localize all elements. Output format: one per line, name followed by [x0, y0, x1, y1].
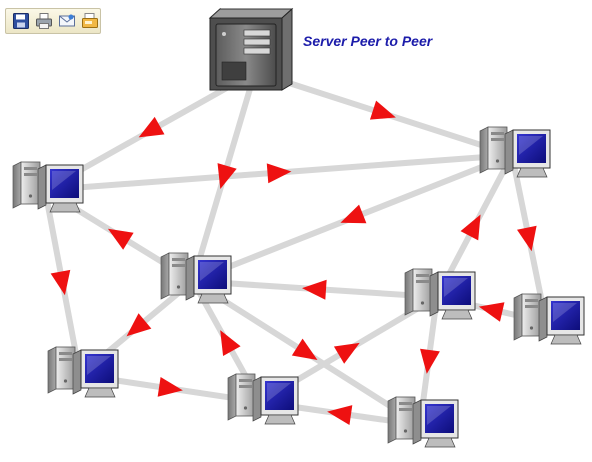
screen [442, 276, 471, 305]
arrow-pc-b-pc-d [126, 313, 152, 337]
screen [265, 381, 294, 410]
workstation-pc-g[interactable] [404, 268, 476, 320]
workstation-pc-a[interactable] [12, 161, 84, 213]
arrow-server-pc-b [217, 163, 237, 189]
arrow-pc-b-pc-e [220, 330, 241, 356]
arrow-pc-f-pc-e [327, 405, 353, 425]
fax-icon [82, 13, 98, 28]
screen [425, 404, 454, 433]
workstation-pc-b[interactable] [160, 252, 232, 304]
arrow-pc-c-pc-h [517, 225, 537, 252]
screen [517, 134, 546, 163]
toolbar [5, 8, 101, 34]
arrow-pc-b-pc-c [340, 204, 367, 224]
print-button[interactable] [34, 11, 54, 31]
printer-icon [36, 13, 52, 29]
screen [85, 354, 114, 383]
screen [198, 260, 227, 289]
arrow-pc-a-pc-d [50, 269, 71, 296]
server[interactable] [208, 7, 294, 91]
arrow-pc-g-pc-c [460, 214, 481, 241]
workstation-pc-e[interactable] [227, 373, 299, 425]
arrow-pc-b-pc-f [291, 338, 318, 360]
workstation-pc-c[interactable] [479, 126, 551, 178]
arrow-server-pc-a [138, 116, 165, 138]
arrow-server-pc-c [369, 100, 396, 120]
screen [50, 169, 79, 198]
fax-button[interactable] [80, 11, 100, 31]
diagram-title: Server Peer to Peer [303, 33, 433, 49]
screen [551, 301, 580, 330]
envelope-icon [59, 14, 75, 27]
floppy-disk-icon [13, 13, 29, 29]
save-button[interactable] [11, 11, 31, 31]
email-button[interactable] [57, 11, 77, 31]
arrow-pc-a-pc-b [107, 228, 134, 250]
workstation-pc-h[interactable] [513, 293, 585, 345]
arrow-pc-d-pc-e [157, 376, 183, 397]
arrow-pc-g-pc-e [333, 342, 360, 364]
workstation-pc-f[interactable] [387, 396, 459, 448]
arrow-pc-g-pc-f [420, 348, 440, 374]
arrow-pc-a-pc-c [266, 163, 292, 184]
workstation-pc-d[interactable] [47, 346, 119, 398]
arrow-pc-b-pc-g [302, 279, 327, 300]
arrow-pc-h-pc-g [478, 302, 505, 322]
